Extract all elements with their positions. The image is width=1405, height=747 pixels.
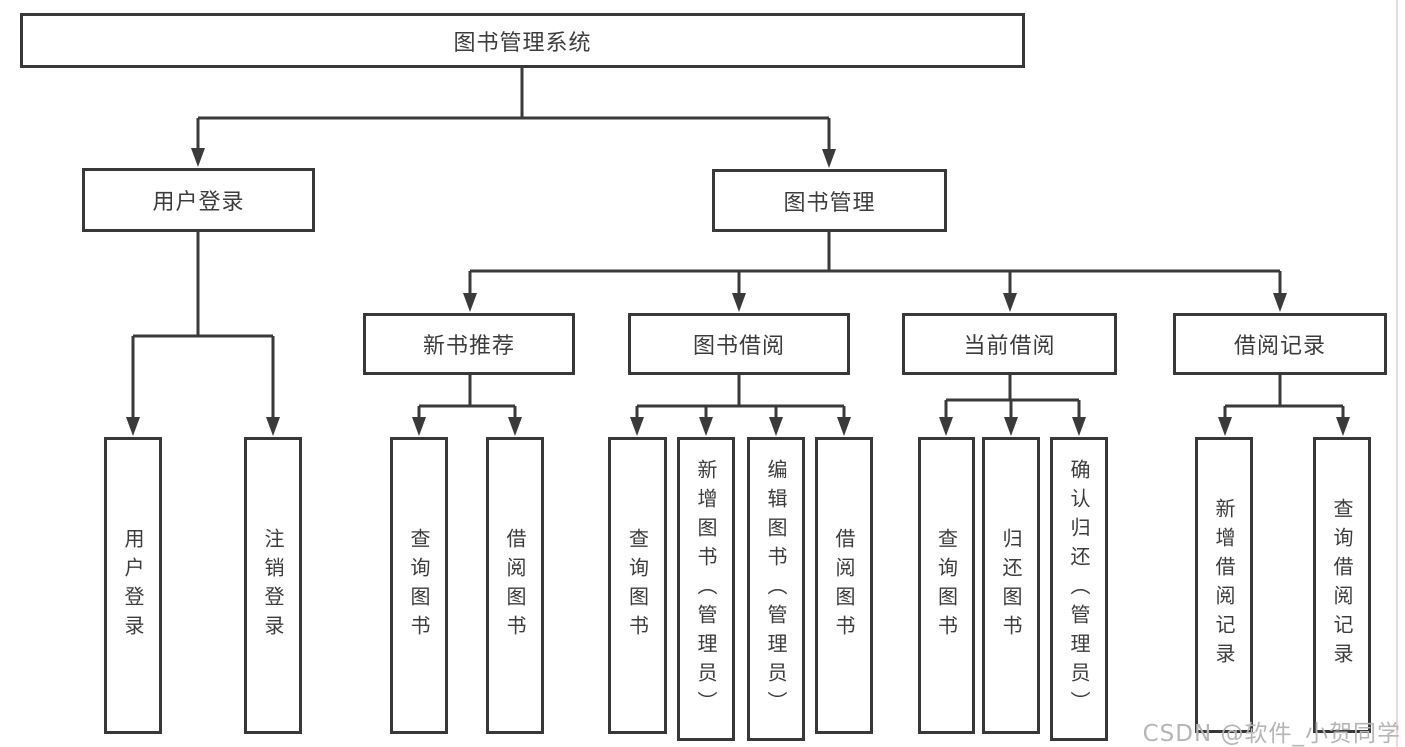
node-label: 图书管理系统 — [453, 30, 592, 56]
arrow-down-icon — [463, 293, 477, 312]
connector-user-login-children — [131, 232, 275, 421]
node-label: 查询图书 — [934, 527, 959, 644]
node-label: 用户登录 — [152, 190, 245, 215]
arrow-down-icon — [699, 417, 713, 436]
node-user-login: 用户登录 — [82, 168, 315, 232]
node-label: 查询借阅记录 — [1330, 498, 1354, 672]
node-label: 注销登录 — [261, 527, 285, 644]
arrow-down-icon — [1336, 417, 1350, 436]
node-label: 借阅图书 — [503, 527, 527, 644]
node-label: 用户登录 — [121, 527, 145, 644]
node-label: 当前借阅 — [963, 334, 1056, 359]
leaf-user-login: 用户登录 — [104, 437, 162, 734]
arrowheads — [126, 148, 1350, 436]
csdn-watermark: CSDN @软件_小贺同学 — [1142, 721, 1401, 747]
arrow-down-icon — [1218, 417, 1232, 436]
node-label: 图书借阅 — [692, 334, 785, 359]
arrow-down-icon — [1004, 417, 1018, 436]
node-label: 查询图书 — [625, 527, 650, 644]
leaf-query-books-3: 查询图书 — [918, 437, 975, 734]
node-root-library-system: 图书管理系统 — [20, 13, 1025, 68]
node-label: 新增借阅记录 — [1212, 498, 1236, 672]
leaf-borrow-books-1: 借阅图书 — [486, 437, 544, 734]
arrow-down-icon — [191, 148, 205, 167]
node-borrow-records: 借阅记录 — [1173, 313, 1387, 375]
connector-current-borrow-children — [944, 375, 1081, 421]
leaf-borrow-books-2: 借阅图书 — [815, 437, 873, 734]
arrow-down-icon — [126, 417, 140, 436]
connector-new-book-children — [417, 375, 517, 421]
connector-book-borrow-children — [635, 375, 846, 421]
connector-borrow-records-children — [1223, 375, 1345, 421]
leaf-query-borrow-record: 查询借阅记录 — [1313, 437, 1371, 733]
arrow-down-icon — [630, 417, 644, 436]
node-label: 编辑图书（管理员） — [764, 458, 788, 720]
leaf-add-borrow-record: 新增借阅记录 — [1195, 437, 1253, 733]
leaf-edit-book-admin: 编辑图书（管理员） — [747, 437, 805, 741]
arrow-down-icon — [508, 417, 522, 436]
arrow-down-icon — [822, 149, 836, 168]
node-label: 确认归还（管理员） — [1067, 458, 1091, 720]
node-label: 新书推荐 — [422, 334, 515, 359]
arrow-down-icon — [1072, 417, 1086, 436]
arrow-down-icon — [732, 293, 746, 312]
node-label: 图书管理 — [783, 190, 876, 216]
connector-root-to-level2 — [196, 68, 831, 153]
leaf-add-book-admin: 新增图书（管理员） — [677, 437, 735, 741]
leaf-query-books-2: 查询图书 — [608, 437, 667, 734]
leaf-return-books: 归还图书 — [982, 437, 1040, 734]
node-label: 借阅图书 — [832, 527, 856, 644]
node-book-management: 图书管理 — [712, 169, 947, 232]
node-label: 归还图书 — [999, 527, 1023, 644]
node-new-book-recommend: 新书推荐 — [363, 313, 575, 375]
arrow-down-icon — [266, 417, 280, 436]
arrow-down-icon — [412, 417, 426, 436]
leaf-logout: 注销登录 — [244, 437, 302, 734]
node-book-borrow: 图书借阅 — [628, 313, 850, 375]
node-label: 查询图书 — [407, 527, 431, 644]
arrow-down-icon — [1003, 293, 1017, 312]
connector-book-mgmt-to-level3 — [468, 232, 1282, 297]
arrow-down-icon — [769, 417, 783, 436]
node-current-borrow: 当前借阅 — [902, 313, 1117, 375]
node-label: 新增图书（管理员） — [694, 458, 718, 720]
leaf-query-books-1: 查询图书 — [390, 437, 448, 734]
arrow-down-icon — [837, 417, 851, 436]
node-label: 借阅记录 — [1233, 334, 1326, 359]
arrow-down-icon — [939, 417, 953, 436]
right-edge-tint — [1396, 0, 1398, 747]
leaf-confirm-return-admin: 确认归还（管理员） — [1050, 437, 1108, 741]
arrow-down-icon — [1273, 293, 1287, 312]
